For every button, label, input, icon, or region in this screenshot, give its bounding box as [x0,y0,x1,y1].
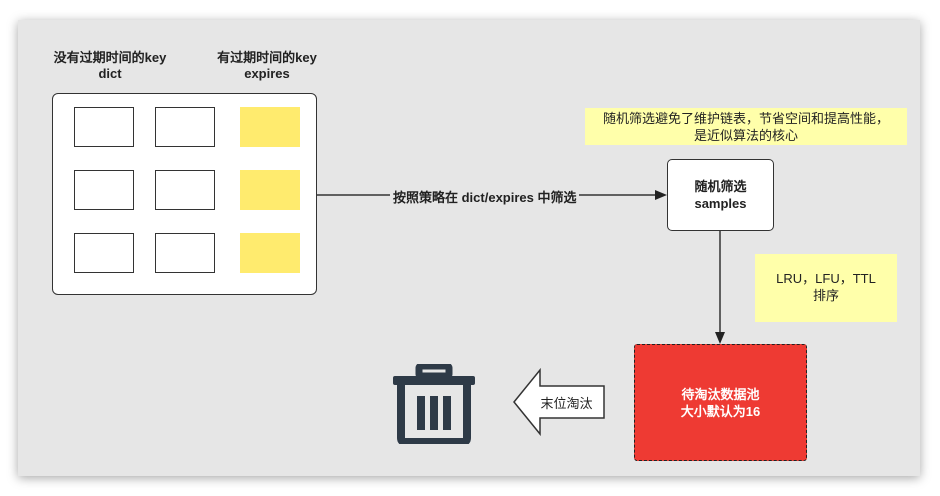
sort-note-line1: LRU，LFU，TTL [776,271,876,286]
random-note-line2: 是近似算法的核心 [693,128,798,143]
sort-arrow-head [715,332,725,344]
with-expire-label-line1: 有过期时间的key [217,50,317,65]
dict-cell [155,233,215,273]
dict-cell [74,170,134,210]
random-note-line1: 随机筛选避免了维护链表，节省空间和提高性能， [602,111,889,126]
trash-icon [393,364,475,444]
evict-block-arrow [513,367,605,437]
with-expire-label-line2: expires [244,66,290,81]
pool-line1: 待淘汰数据池 [681,386,760,402]
sort-note: LRU，LFU，TTL 排序 [755,254,897,322]
samples-box: 随机筛选 samples [667,159,774,231]
dict-cell [155,107,215,147]
dict-expires-container [52,93,317,295]
no-expire-label: 没有过期时间的key dict [30,50,190,82]
dict-cell [155,170,215,210]
dict-cell [74,233,134,273]
expires-cell [240,107,300,147]
dict-cell [74,107,134,147]
evict-label: 末位淘汰 [540,396,593,411]
expires-cell [240,233,300,273]
eviction-pool-box: 待淘汰数据池 大小默认为16 [634,344,807,461]
expires-cell [240,170,300,210]
random-sampling-note: 随机筛选避免了维护链表，节省空间和提高性能， 是近似算法的核心 [585,108,907,145]
samples-line1: 随机筛选 [694,179,747,194]
pool-line2: 大小默认为16 [680,403,761,419]
sort-note-line2: 排序 [812,288,839,303]
with-expire-label: 有过期时间的key expires [197,50,337,82]
select-arrow-head [655,190,667,200]
select-edge-label: 按照策略在 dict/expires 中筛选 [390,187,580,206]
no-expire-label-line1: 没有过期时间的key [53,50,167,65]
samples-line2: samples [694,196,747,211]
no-expire-label-line2: dict [98,66,122,81]
